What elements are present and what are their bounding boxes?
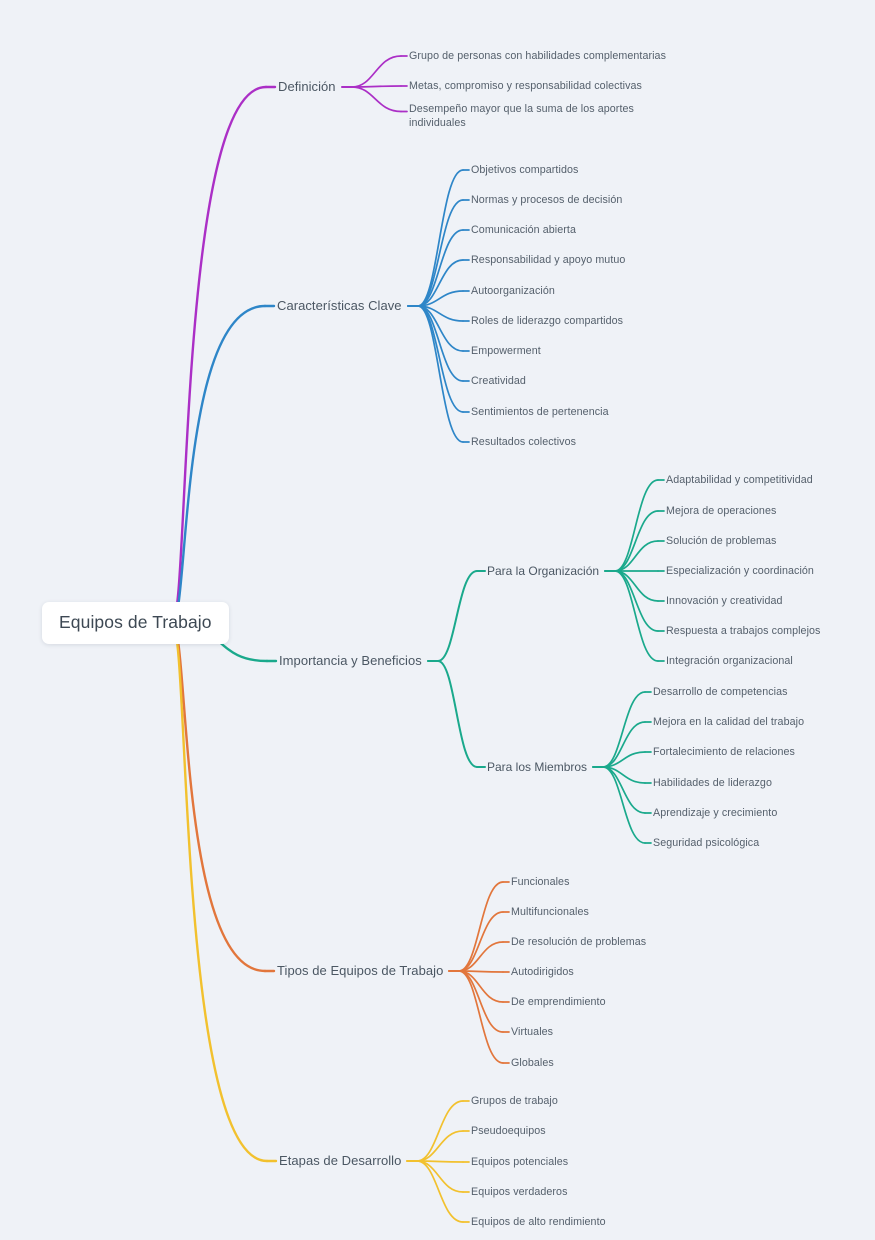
leaf-node[interactable]: Equipos potenciales [471,1155,569,1168]
branch-node-definicion[interactable]: Definición [278,79,336,94]
connector [341,85,402,88]
leaf-node[interactable]: Autodirigidos [511,965,574,978]
connector [407,229,464,307]
leaf-node[interactable]: Responsabilidad y apoyo mutuo [471,253,626,266]
leaf-node[interactable]: Equipos verdaderos [471,1185,568,1198]
leaf-node[interactable]: Mejora en la calidad del trabajo [653,715,805,728]
leaf-node[interactable]: Fortalecimiento de relaciones [653,745,795,758]
leaf-node[interactable]: Grupos de trabajo [471,1094,558,1107]
leaf-node[interactable]: Habilidades de liderazgo [653,776,772,789]
connector [407,199,464,307]
connector [427,570,478,662]
leaf-node[interactable]: Grupo de personas con habilidades comple… [409,49,667,62]
leaf-node[interactable]: Normas y procesos de decisión [471,193,623,206]
leaf-node[interactable]: Funcionales [511,875,570,888]
leaf-node[interactable]: Aprendizaje y crecimiento [653,806,778,819]
connector [170,621,267,973]
connector [406,1130,464,1162]
connector [406,1160,464,1163]
connector [406,1160,464,1193]
branch-node-importancia-y-beneficios[interactable]: Importancia y Beneficios [279,653,422,668]
connector [592,766,646,814]
branch-node-caracteristicas-clave[interactable]: Características Clave [277,298,402,313]
leaf-node[interactable]: Mejora de operaciones [666,504,777,517]
leaf-node[interactable]: Globales [511,1056,554,1069]
leaf-node[interactable]: Creatividad [471,374,526,387]
leaf-node[interactable]: Respuesta a trabajos complejos [666,624,821,637]
leaf-node[interactable]: Equipos de alto rendimiento [471,1215,606,1228]
leaf-node[interactable]: Autoorganización [471,284,555,297]
connector [407,305,464,443]
connector [407,305,464,352]
leaf-node[interactable]: Especialización y coordinación [666,564,814,577]
connector [592,766,646,844]
connector [427,660,478,768]
leaf-node[interactable]: Comunicación abierta [471,223,576,236]
connector [448,970,504,1064]
connector [448,970,504,1003]
leaf-node[interactable]: Virtuales [511,1025,554,1038]
connector [592,766,646,784]
connector [407,305,464,322]
connector [341,86,402,113]
leaf-node[interactable]: Adaptabilidad y competitividad [666,473,813,486]
connector [592,751,646,768]
connector [341,55,402,88]
connector [407,169,464,307]
connector [406,1100,464,1162]
branch-node-etapas-de-desarrollo[interactable]: Etapas de Desarrollo [279,1153,402,1168]
leaf-node[interactable]: Seguridad psicológica [653,836,760,849]
leaf-node[interactable]: Resultados colectivos [471,435,577,448]
connector [448,970,504,973]
connector [448,881,504,972]
leaf-node[interactable]: Roles de liderazgo compartidos [471,314,624,327]
connector [604,570,659,662]
leaf-node[interactable]: Desarrollo de competencias [653,685,788,698]
connector [604,570,659,632]
leaf-node[interactable]: Empowerment [471,344,541,357]
connector [604,510,659,572]
leaf-node[interactable]: De resolución de problemas [511,935,647,948]
connector [604,570,659,602]
connector [448,941,504,972]
leaf-node[interactable]: Pseudoequipos [471,1124,546,1137]
branch-node-tipos-de-equipos-de-trabajo[interactable]: Tipos de Equipos de Trabajo [277,963,444,978]
connector [170,304,267,625]
leaf-node[interactable]: Solución de problemas [666,534,777,547]
connector [406,1160,464,1223]
connector [448,911,504,972]
leaf-node[interactable]: Desempeño mayor que la suma de los aport… [409,102,634,129]
leaf-node[interactable]: Innovación y creatividad [666,594,783,607]
leaf-node[interactable]: Metas, compromiso y responsabilidad cole… [409,79,642,92]
connector [407,290,464,307]
leaf-node[interactable]: Integración organizacional [666,654,793,667]
subgroup-node-para-los-miembros[interactable]: Para los Miembros [487,759,588,774]
connector [592,721,646,768]
connector [407,305,464,382]
connector [604,540,659,572]
connector [604,479,659,572]
connector [592,691,646,768]
connector [407,259,464,307]
subgroup-node-para-la-organizacion[interactable]: Para la Organización [487,563,600,578]
connector [448,970,504,1033]
connector [170,621,269,1163]
root-node[interactable]: Equipos de Trabajo [42,602,229,644]
leaf-node[interactable]: Objetivos compartidos [471,163,579,176]
connector [170,85,268,625]
connector [407,305,464,413]
leaf-node[interactable]: De emprendimiento [511,995,606,1008]
leaf-node[interactable]: Multifuncionales [511,905,589,918]
leaf-node[interactable]: Sentimientos de pertenencia [471,405,609,418]
